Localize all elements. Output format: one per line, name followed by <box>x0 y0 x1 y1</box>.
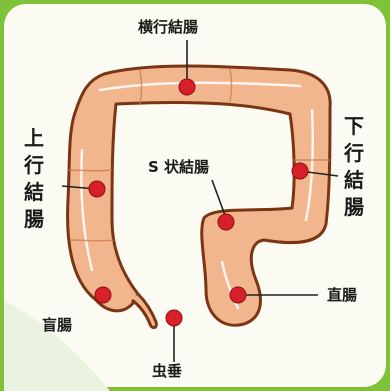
label-appendix: 虫垂 <box>152 364 182 379</box>
marker-transverse-colon <box>179 79 195 95</box>
label-descending-char: 腸 <box>344 197 364 217</box>
label-ascending-char: 腸 <box>24 209 44 229</box>
label-descending-char: 結 <box>344 170 364 190</box>
marker-cecum <box>95 287 111 303</box>
marker-appendix <box>166 310 182 326</box>
label-ascending-char: 行 <box>24 155 44 175</box>
label-descending-char: 下 <box>344 116 364 136</box>
label-sigmoid-colon: S 状結腸 <box>148 160 209 175</box>
label-descending-char: 行 <box>344 143 364 163</box>
label-ascending-char: 結 <box>24 182 44 202</box>
marker-descending-colon <box>292 163 308 179</box>
label-transverse-colon: 横行結腸 <box>138 20 198 35</box>
label-descending-colon: 下 行 結 腸 <box>344 116 364 217</box>
label-ascending-char: 上 <box>24 128 44 148</box>
label-rectum: 直腸 <box>327 288 357 303</box>
marker-rectum <box>230 287 246 303</box>
marker-sigmoid-colon <box>218 214 234 230</box>
label-cecum: 盲腸 <box>42 318 72 333</box>
marker-ascending-colon <box>89 181 105 197</box>
label-ascending-colon: 上 行 結 腸 <box>24 128 44 229</box>
